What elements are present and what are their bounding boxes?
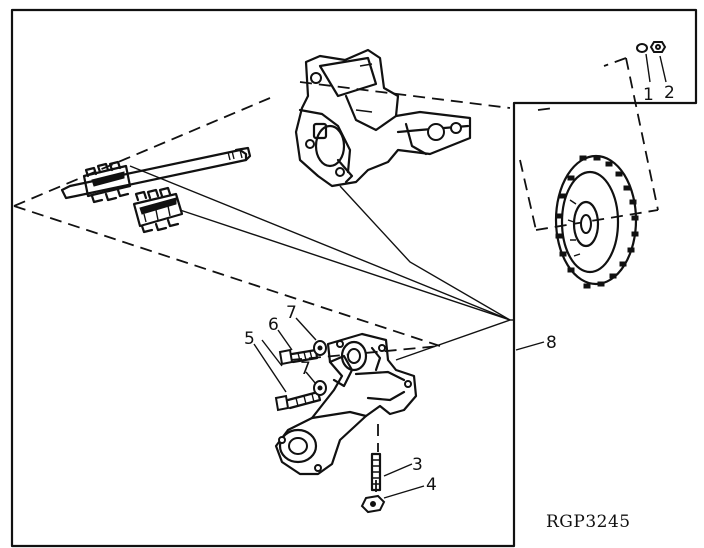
callout-5: 5 <box>244 329 255 349</box>
cap-screw-part-6 <box>278 348 319 366</box>
callout-leaders <box>253 317 545 499</box>
callout-1: 1 <box>643 85 654 105</box>
frame-outline <box>10 8 698 548</box>
callout-3: 3 <box>412 455 423 475</box>
pump-housing-lower <box>274 332 418 476</box>
figure-code: RGP3245 <box>546 512 631 532</box>
timing-gear <box>554 154 639 289</box>
callout-7-lower: 7 <box>300 359 311 379</box>
idler-gear <box>132 186 184 234</box>
washer-part-7-lower <box>313 380 327 396</box>
washer-part-7-upper <box>313 340 327 356</box>
drive-shaft-with-gear <box>60 146 252 204</box>
nut-part-2 <box>649 41 667 83</box>
leader-lines-group-8 <box>129 165 514 361</box>
stud-part-3 <box>370 452 382 492</box>
pump-housing-upper <box>294 48 472 188</box>
callout-8: 8 <box>546 333 557 353</box>
callout-7-upper: 7 <box>286 303 297 323</box>
cap-screw-part-5 <box>274 390 322 412</box>
callout-6: 6 <box>268 315 279 335</box>
callout-2: 2 <box>664 83 675 103</box>
nut-part-4 <box>360 494 386 514</box>
callout-4: 4 <box>426 475 437 495</box>
washer-part-1 <box>636 43 651 83</box>
